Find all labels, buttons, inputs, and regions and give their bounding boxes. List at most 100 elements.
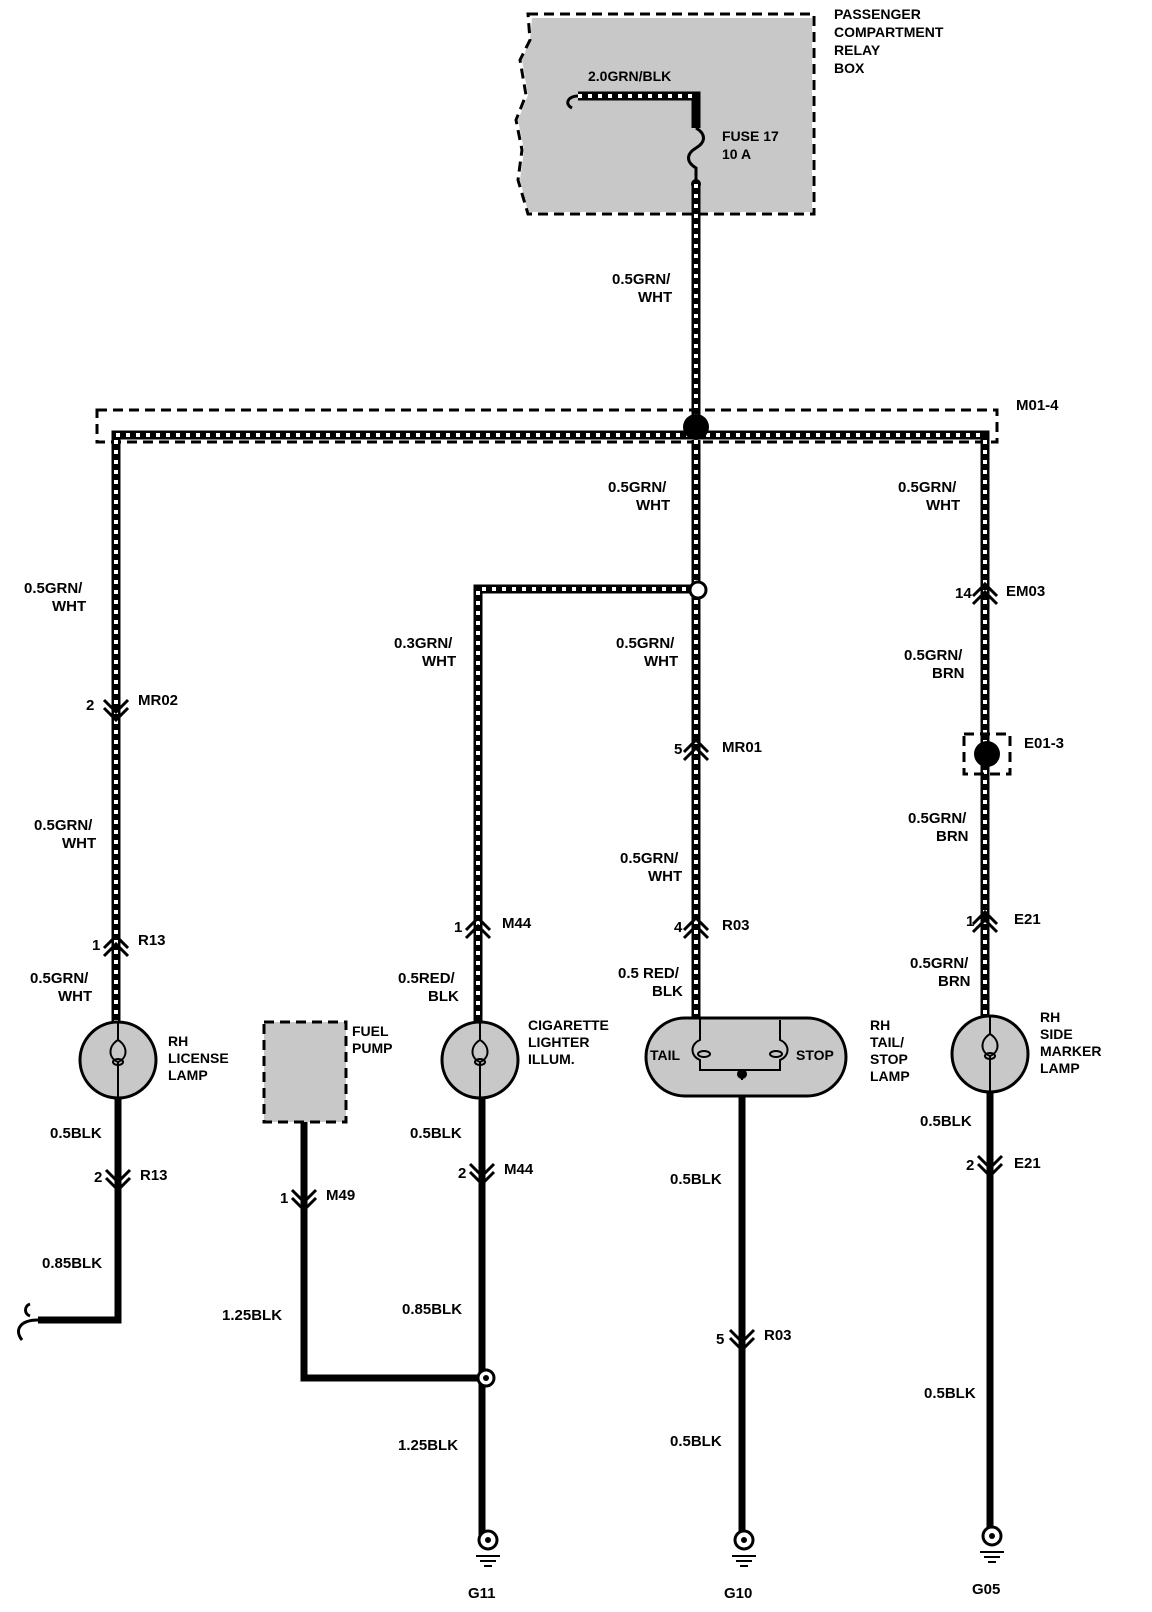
connector-mr01-pin: 5: [674, 741, 682, 758]
connector-e21-top-name: E21: [1014, 911, 1041, 928]
tail-upper-label-1: 0.5GRN/: [616, 635, 675, 652]
splice-label: M01-4: [1016, 397, 1059, 414]
fuse-label-1: FUSE 17: [722, 128, 779, 144]
connector-r13-bot-pin: 2: [94, 1169, 102, 1186]
ground-g10-label: G10: [724, 1585, 752, 1602]
side-marker-label-3: MARKER: [1040, 1043, 1101, 1059]
left-ground1-label: 0.5BLK: [50, 1125, 102, 1142]
connector-mr01-name: MR01: [722, 739, 762, 756]
side-marker-label-4: LAMP: [1040, 1060, 1080, 1076]
tail-lamp-label-2: TAIL/: [870, 1034, 904, 1050]
ground-g05-icon: [980, 1525, 1004, 1563]
right-ground1-label: 0.5BLK: [920, 1113, 972, 1130]
relay-box-label-2: COMPARTMENT: [834, 24, 944, 40]
right-ground2-label: 0.5BLK: [924, 1385, 976, 1402]
connector-e21-bot-name: E21: [1014, 1155, 1041, 1172]
bus-wire: [111, 430, 990, 440]
tail-inner-right-label: STOP: [796, 1047, 834, 1063]
connector-mr02-name: MR02: [138, 692, 178, 709]
tail-mid-label-2: WHT: [648, 868, 682, 885]
splice-m01-4: M01-4: [95, 397, 1059, 444]
right-trunk-label-2: WHT: [926, 497, 960, 514]
tail-lamp-label-3: STOP: [870, 1051, 908, 1067]
cig-low-label-2: BLK: [428, 988, 459, 1005]
ground-g11-icon: [476, 1529, 500, 1567]
connector-r03-top: [682, 915, 710, 940]
tail-ground1-label: 0.5BLK: [670, 1171, 722, 1188]
connector-r03-top-pin: 4: [674, 919, 683, 936]
fuel-pump-label-2: PUMP: [352, 1040, 392, 1056]
tail-ground2-label: 0.5BLK: [670, 1433, 722, 1450]
cig-ground3-label: 1.25BLK: [398, 1437, 458, 1454]
center-trunk-label-1: 0.5GRN/: [608, 479, 667, 496]
connector-m49: [290, 1188, 318, 1213]
main-feed-label-2: WHT: [638, 289, 672, 306]
license-lamp-label-1: RH: [168, 1033, 188, 1049]
cig-feed-label-1: 0.3GRN/: [394, 635, 453, 652]
connector-em03: [971, 581, 999, 606]
left-low-label-1: 0.5GRN/: [30, 970, 89, 987]
connector-e01-3-name: E01-3: [1024, 735, 1064, 752]
relay-box-label-3: RELAY: [834, 42, 881, 58]
side-marker-label-1: RH: [1040, 1009, 1060, 1025]
left-mid-label-1: 0.5GRN/: [34, 817, 93, 834]
left-trunk-label-1: 0.5GRN/: [24, 580, 83, 597]
tail-lamp-label-1: RH: [870, 1017, 890, 1033]
connector-m49-name: M49: [326, 1187, 355, 1204]
ground-g05-label: G05: [972, 1581, 1000, 1598]
connector-e21-top: [971, 909, 999, 934]
connector-m44-bot-name: M44: [504, 1161, 534, 1178]
tail-lamp-label-4: LAMP: [870, 1068, 910, 1084]
connector-m44-top-pin: 1: [454, 919, 462, 936]
left-ground-end: [17, 1302, 39, 1341]
fuel-ground-label: 1.25BLK: [222, 1307, 282, 1324]
feed-wire: [578, 91, 701, 128]
connector-em03-name: EM03: [1006, 583, 1045, 600]
feed-wire-label: 2.0GRN/BLK: [588, 68, 671, 84]
tail-feed-label-1: 0.5 RED/: [618, 965, 680, 982]
connector-r13-bot: [104, 1168, 132, 1193]
right-em03-label-2: BRN: [932, 665, 965, 682]
side-marker-label-2: SIDE: [1040, 1026, 1073, 1042]
relay-box-label-4: BOX: [834, 60, 865, 76]
connector-r13-bot-name: R13: [140, 1167, 168, 1184]
connector-mr02-pin: 2: [86, 697, 94, 714]
connector-m44-top: [464, 915, 492, 940]
connector-r13-top: [102, 933, 130, 958]
center-trunk-label-2: WHT: [636, 497, 670, 514]
license-lamp-label-2: LICENSE: [168, 1050, 229, 1066]
connector-r13-top-pin: 1: [92, 937, 100, 954]
tail-upper-label-2: WHT: [644, 653, 678, 670]
cig-ground1-label: 0.5BLK: [410, 1125, 462, 1142]
license-lamp-label-3: LAMP: [168, 1067, 208, 1083]
tail-stop-lamp: [644, 1016, 848, 1098]
left-ground-wire: [38, 1098, 122, 1324]
connector-r03-bot: [728, 1328, 756, 1353]
connector-m44-bot: [468, 1162, 496, 1187]
relay-box: PASSENGER COMPARTMENT RELAY BOX 2.0GRN/B…: [514, 6, 944, 216]
connector-m44-bot-pin: 2: [458, 1165, 466, 1182]
connector-e01-3-node: [974, 741, 1000, 767]
tail-mid-label-1: 0.5GRN/: [620, 850, 679, 867]
right-e01-label-2: BRN: [936, 828, 969, 845]
connector-r03-bot-pin: 5: [716, 1331, 724, 1348]
fuse-label-2: 10 A: [722, 146, 751, 162]
side-marker-lamp: [950, 1014, 1030, 1094]
ground-g11-label: G11: [468, 1585, 496, 1602]
connector-m49-pin: 1: [280, 1190, 288, 1207]
connector-e21-top-pin: 1: [966, 913, 974, 930]
fuel-pump-label-1: FUEL: [352, 1023, 389, 1039]
feed-wire-curl: [566, 94, 579, 110]
left-mid-label-2: WHT: [62, 835, 96, 852]
connector-mr02: [102, 698, 130, 723]
right-e01-label-1: 0.5GRN/: [908, 810, 967, 827]
relay-box-label-1: PASSENGER: [834, 6, 921, 22]
connector-e21-bot-pin: 2: [966, 1157, 974, 1174]
connector-mr01: [682, 737, 710, 762]
connector-e21-bot: [976, 1154, 1004, 1179]
fuse-icon: [687, 126, 705, 184]
connector-m44-top-name: M44: [502, 915, 532, 932]
cig-feed-label-2: WHT: [422, 653, 456, 670]
right-em03-label-1: 0.5GRN/: [904, 647, 963, 664]
cig-lighter-label-3: ILLUM.: [528, 1051, 575, 1067]
